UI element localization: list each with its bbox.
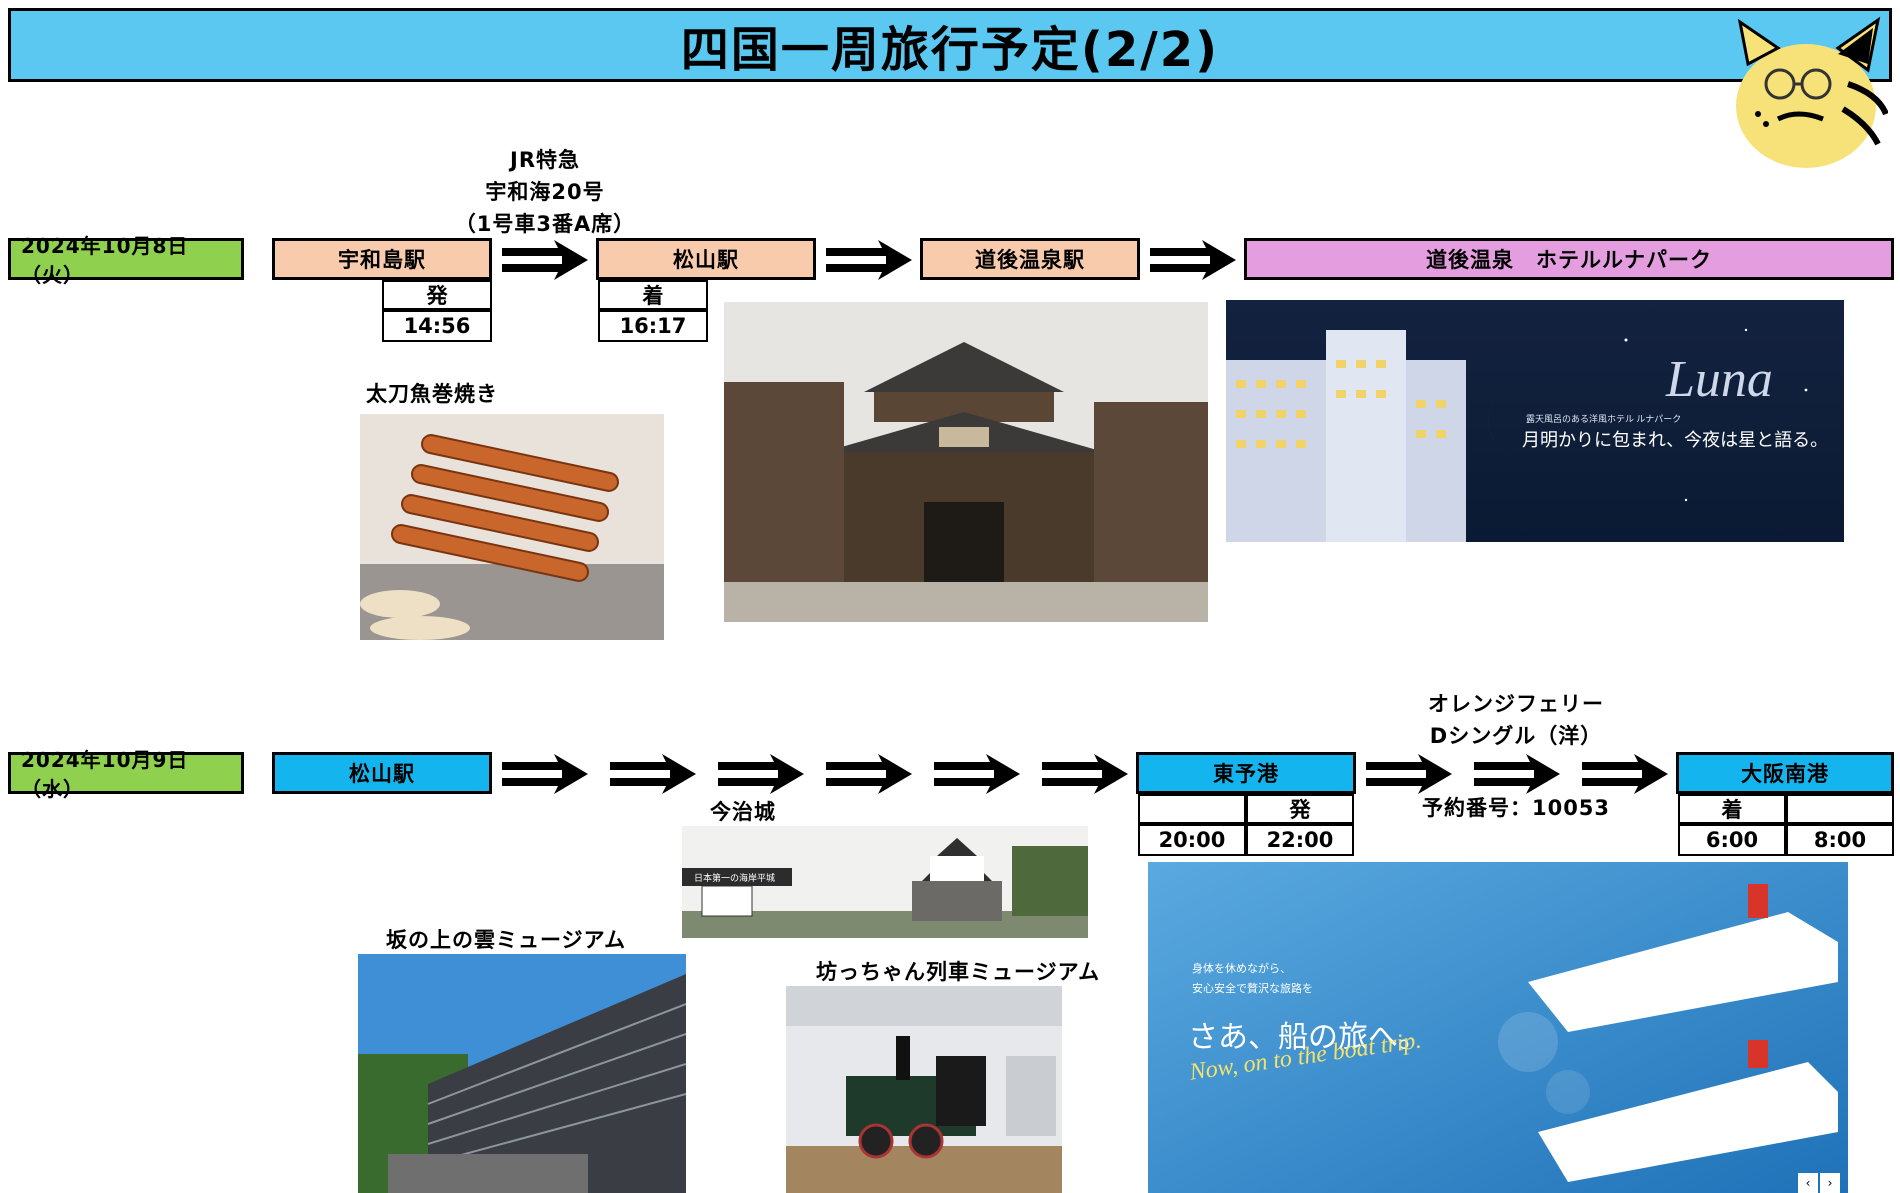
page-title: 四国一周旅行予定(2/2) [8,8,1892,82]
stop-dogo-station: 道後温泉駅 [920,238,1140,280]
arrow-icon [1366,754,1452,794]
toyo-time2: 22:00 [1246,824,1354,856]
arrow-icon [826,240,912,280]
osaka-time1: 6:00 [1678,824,1786,856]
stop-hotel: 道後温泉 ホテルルナパーク [1244,238,1894,280]
imabari-castle-photo: 日本第一の海岸平城 [682,826,1088,938]
prev-arrow-icon[interactable]: ‹ [1798,1173,1818,1193]
reservation-number: 予約番号：10053 [1421,796,1611,820]
train-info: JR特急 宇和海20号 （1号車3番A席） [454,148,636,236]
stop-matsuyama: 松山駅 [596,238,816,280]
food-photo [360,414,664,640]
hotel-tagline: 月明かりに包まれ、今夜は星と語る。 [1522,430,1829,451]
imabari-label: 今治城 [710,800,776,824]
arrow-icon [934,754,1020,794]
matsuyama-label: 着 [598,280,708,310]
day2-date: 2024年10月9日 （水） [8,748,244,801]
arrow-icon [718,754,804,794]
day1-date: 2024年10月8日 （火） [8,234,244,287]
food-label: 太刀魚巻焼き [366,382,498,406]
arrow-icon [502,240,588,280]
toyo-label: 発 [1246,794,1354,824]
next-arrow-icon[interactable]: › [1820,1173,1840,1193]
arrow-icon [1150,240,1236,280]
arrow-icon [1582,754,1668,794]
botchan-museum-label: 坊っちゃん列車ミュージアム [816,960,1101,984]
arrow-icon [1042,754,1128,794]
saka-museum-label: 坂の上の雲ミュージアム [386,928,627,952]
botchan-museum-photo [786,986,1062,1193]
hotel-banner: 露天風呂のある洋風ホテル ルナパーク Luna 月明かりに包まれ、今夜は星と語る… [1226,300,1844,542]
stop-osaka-port: 大阪南港 [1676,752,1894,794]
osaka-time2: 8:00 [1786,824,1894,856]
stop-toyo-port: 東予港 [1136,752,1356,794]
saka-museum-photo [358,954,686,1193]
matsuyama-time: 16:17 [598,310,708,342]
dogo-onsen-photo [724,302,1208,622]
uwajima-time: 14:56 [382,310,492,342]
stop-matsuyama-2: 松山駅 [272,752,492,794]
stop-uwajima: 宇和島駅 [272,238,492,280]
arrow-icon [610,754,696,794]
arrow-icon [826,754,912,794]
toyo-time1: 20:00 [1138,824,1246,856]
cat-mascot-icon [1718,14,1889,174]
ferry-banner-line2: 安心安全で贅沢な旅路を [1192,982,1313,995]
ferry-info: オレンジフェリー Dシングル（洋） [1428,692,1604,748]
osaka-empty-cell [1786,794,1894,824]
ferry-banner-line1: 身体を休めながら、 [1192,962,1291,975]
arrow-icon [1474,754,1560,794]
ferry-banner: 身体を休めながら、 安心安全で贅沢な旅路を さあ、船の旅へ。 Now, on t… [1148,862,1848,1193]
ferry-banner-headline: さあ、船の旅へ。 [1188,1020,1428,1055]
uwajima-label: 発 [382,280,492,310]
arrow-icon [502,754,588,794]
toyo-empty-cell [1138,794,1246,824]
imabari-banner-text: 日本第一の海岸平城 [694,874,776,884]
hotel-caption: 露天風呂のある洋風ホテル ルナパーク [1526,414,1682,424]
osaka-label: 着 [1678,794,1786,824]
hotel-logo: Luna [1666,351,1773,408]
